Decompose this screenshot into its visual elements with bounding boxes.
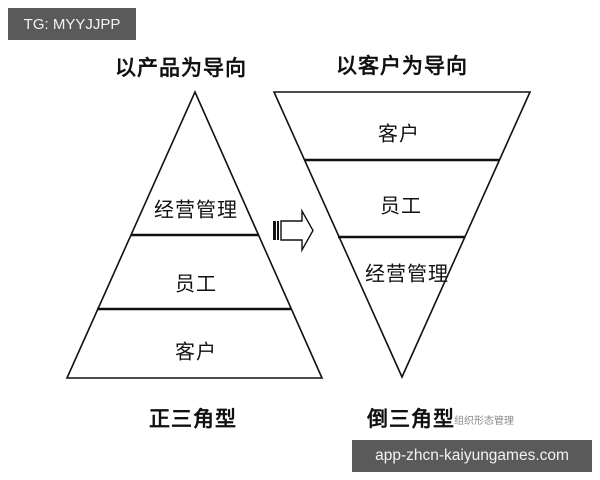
right-layer-customers: 客户: [378, 121, 420, 146]
inverted-triangle: [272, 91, 532, 379]
source-watermark: 组织形态管理: [454, 416, 514, 427]
right-layer-employees: 员工: [380, 193, 422, 218]
right-diagram-title: 以客户为导向: [336, 53, 468, 78]
left-diagram-title: 以产品为导向: [115, 55, 247, 80]
left-diagram-caption: 正三角型: [149, 406, 237, 431]
right-arrow-icon: [273, 208, 314, 253]
right-layer-management: 经营管理: [365, 261, 449, 286]
upright-triangle: [65, 90, 324, 379]
left-layer-customers: 客户: [175, 339, 217, 364]
top-left-watermark-badge: TG: MYYJJPP: [8, 8, 136, 40]
left-layer-management: 经营管理: [154, 197, 238, 222]
left-layer-employees: 员工: [175, 271, 217, 296]
bottom-right-url-badge: app-zhcn-kaiyungames.com: [352, 440, 592, 472]
right-diagram-caption: 倒三角型: [367, 406, 455, 431]
